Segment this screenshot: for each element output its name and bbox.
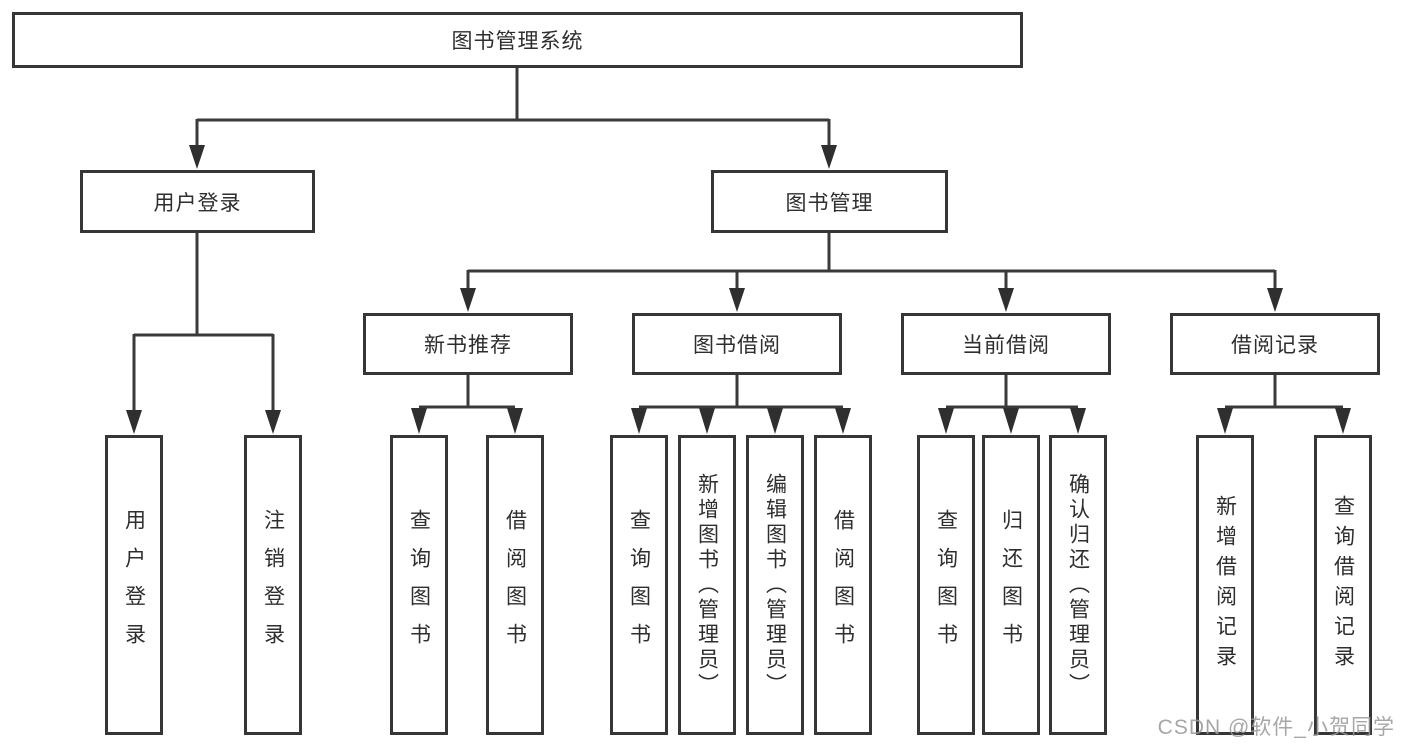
module-node-current-borrow: 当前借阅 bbox=[901, 313, 1111, 375]
arrowheads bbox=[126, 145, 1351, 434]
leaf-node-label: 注销登录 bbox=[261, 509, 285, 661]
leaf-node-borrow-books-2: 借阅图书 bbox=[814, 435, 872, 735]
module-node-label: 新书推荐 bbox=[424, 334, 512, 357]
leaf-node-add-books-admin: 新增图书（管理员） bbox=[678, 435, 736, 735]
leaf-node-edit-books-admin: 编辑图书（管理员） bbox=[746, 435, 804, 735]
leaf-node-confirm-return-admin: 确认归还（管理员） bbox=[1049, 435, 1107, 735]
module-node-label: 借阅记录 bbox=[1231, 334, 1319, 357]
leaf-node-label: 编辑图书（管理员） bbox=[763, 472, 787, 698]
branch-node-label: 用户登录 bbox=[153, 191, 242, 215]
leaf-node-label: 查询借阅记录 bbox=[1331, 495, 1355, 675]
leaf-node-logout: 注销登录 bbox=[244, 435, 302, 735]
module-node-borrow-records: 借阅记录 bbox=[1170, 313, 1380, 375]
module-node-label: 图书借阅 bbox=[693, 334, 781, 357]
leaf-node-label: 借阅图书 bbox=[831, 509, 855, 661]
leaf-node-label: 查询图书 bbox=[627, 509, 651, 661]
leaf-node-label: 用户登录 bbox=[122, 509, 146, 661]
leaf-node-return-books: 归还图书 bbox=[982, 435, 1040, 735]
branch-node-book-management: 图书管理 bbox=[711, 170, 948, 233]
root-node-label: 图书管理系统 bbox=[451, 30, 584, 53]
csdn-watermark: CSDN @软件_小贺同学 bbox=[1157, 716, 1395, 739]
leaf-node-borrow-books-1: 借阅图书 bbox=[486, 435, 544, 735]
leaf-node-label: 借阅图书 bbox=[503, 509, 527, 661]
module-node-book-borrow: 图书借阅 bbox=[632, 313, 842, 375]
leaf-node-query-books-1: 查询图书 bbox=[390, 435, 448, 735]
leaf-node-label: 确认归还（管理员） bbox=[1066, 472, 1090, 698]
leaf-node-add-borrow-record: 新增借阅记录 bbox=[1196, 435, 1254, 735]
leaf-node-query-borrow-record: 查询借阅记录 bbox=[1314, 435, 1372, 735]
leaf-node-label: 新增借阅记录 bbox=[1213, 495, 1237, 675]
leaf-node-label: 查询图书 bbox=[934, 509, 958, 661]
leaf-node-label: 新增图书（管理员） bbox=[695, 472, 719, 698]
module-node-new-book-recommend: 新书推荐 bbox=[363, 313, 573, 375]
leaf-node-label: 归还图书 bbox=[999, 509, 1023, 661]
leaf-node-user-login: 用户登录 bbox=[105, 435, 163, 735]
root-node-library-system: 图书管理系统 bbox=[12, 12, 1023, 68]
module-node-label: 当前借阅 bbox=[962, 334, 1050, 357]
branch-node-label: 图书管理 bbox=[785, 191, 874, 215]
leaf-node-query-books-2: 查询图书 bbox=[610, 435, 668, 735]
leaf-node-label: 查询图书 bbox=[407, 509, 431, 661]
leaf-node-query-books-3: 查询图书 bbox=[917, 435, 975, 735]
branch-node-user-login: 用户登录 bbox=[80, 170, 315, 233]
